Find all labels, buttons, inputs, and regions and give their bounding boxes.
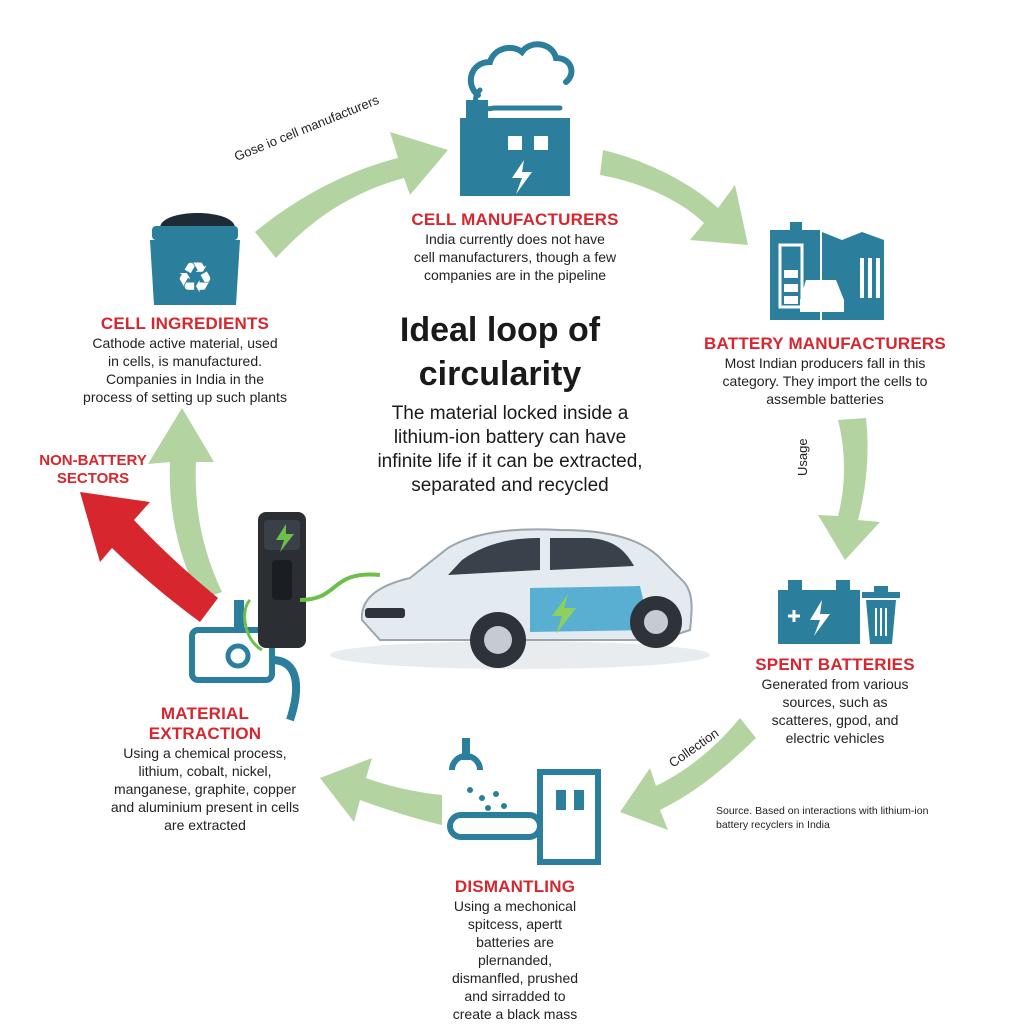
stage-desc-line: Generated from various [761,676,909,692]
stage-desc-line: assemble batteries [766,391,884,407]
arrow-to-spent-batteries [818,418,880,560]
source-note: Source. Based on interactions with lithi… [716,804,976,832]
subtitle-line-1: The material locked inside a [391,403,629,424]
subtitle-line-3: infinite life if it can be extracted, [377,451,643,472]
stage-title-line-2: EXTRACTION [148,724,262,743]
stage-desc-line: sources, such as [782,694,888,710]
stage-desc-line: India currently does not have [425,231,605,247]
stage-desc-line: manganese, graphite, copper [113,781,297,797]
stage-title: CELL INGREDIENTS [100,314,270,333]
stage-desc-line: Most Indian producers fall in this [724,355,926,371]
battery-trash-icon [778,580,900,644]
title-line-1: Ideal loop of [399,311,601,349]
stage-desc-line: Using a chemical process, [123,745,287,761]
svg-text:♻: ♻ [176,253,214,302]
stage-desc-line: scatteres, gpod, and [771,712,899,728]
stage-title: BATTERY MANUFACTURERS [704,334,946,353]
stage-battery-manufacturers: BATTERY MANUFACTURERS Most Indian produc… [690,334,960,408]
battery-car-building-icon [770,222,884,320]
stage-cell-ingredients: CELL INGREDIENTS Cathode active material… [60,314,310,406]
stage-title: CELL MANUFACTURERS [411,210,619,229]
stage-title: DISMANTLING [454,877,576,896]
arrow-label-usage: Usage [795,438,810,476]
stage-desc-line: category. They import the cells to [722,373,928,389]
stage-desc-line: plernanded, [478,952,552,968]
arrow-to-dismantling [620,718,756,830]
stage-desc-line: are extracted [164,817,246,833]
stage-desc-line: in cells, is manufactured. [107,353,263,369]
stage-title-line-1: MATERIAL [160,704,250,723]
arrow-to-cell-ingredients [148,408,222,600]
stage-desc-line: and sirradded to [464,988,566,1004]
non-battery-line-2: SECTORS [56,470,130,487]
stage-desc-line: create a black mass [452,1006,578,1022]
stage-desc-line: dismanfled, prushed [451,970,579,986]
non-battery-sectors-label: NON-BATTERY SECTORS [18,452,168,488]
recycle-sack-icon: ♻ [150,213,240,305]
extraction-machine-icon [189,600,301,722]
stage-desc-line: and aluminium present in cells [110,799,300,815]
stage-title: SPENT BATTERIES [755,655,915,674]
stage-desc-line: electric vehicles [785,730,885,746]
crusher-conveyor-icon [447,738,601,865]
stage-desc-line: companies are in the pipeline [423,267,607,283]
stage-desc-line: process of setting up such plants [83,389,287,405]
electric-car [330,528,710,669]
factory-icon [460,41,575,196]
non-battery-arrow [80,492,218,622]
diagram-subtitle: The material locked inside a lithium-ion… [345,402,675,498]
ev-charger [243,512,381,652]
stage-dismantling: DISMANTLING Using a mechonical spitcess,… [410,877,620,1023]
non-battery-line-1: NON-BATTERY [39,452,147,469]
stage-desc-line: Cathode active material, used [92,335,278,351]
subtitle-line-4: separated and recycled [411,475,609,496]
diagram-title: Ideal loop of circularity [330,308,670,396]
loop-arrows [148,132,880,830]
stage-cell-manufacturers: CELL MANUFACTURERS India currently does … [380,210,650,284]
arrow-to-material-extraction [320,758,442,825]
stage-desc-line: cell manufacturers, though a few [413,249,617,265]
stage-desc-line: Using a mechonical [453,898,577,914]
stage-desc-line: Companies in India in the [106,371,264,387]
stage-desc-line: lithium, cobalt, nickel, [138,763,272,779]
stage-material-extraction: MATERIAL EXTRACTION Using a chemical pro… [90,704,320,834]
arrow-to-battery-manufacturers [600,150,748,245]
subtitle-line-2: lithium-ion battery can have [393,427,627,448]
title-line-2: circularity [418,355,582,393]
arrow-to-cell-manufacturers [255,132,448,258]
stage-desc-line: batteries are [476,934,554,950]
stage-desc-line: spitcess, apertt [467,916,563,932]
source-line-1: Source. Based on interactions with lithi… [716,805,929,817]
stage-spent-batteries: SPENT BATTERIES Generated from various s… [730,655,940,747]
source-line-2: battery recyclers in India [716,819,830,831]
